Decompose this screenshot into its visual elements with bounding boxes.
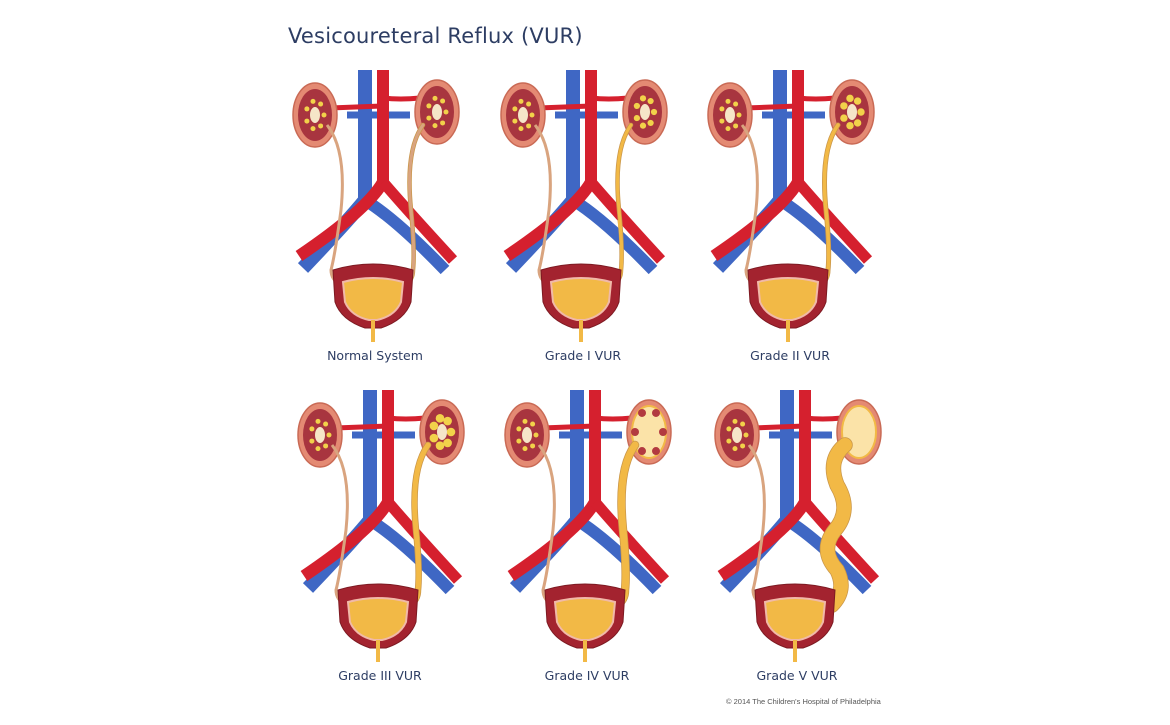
right-kidney <box>419 399 465 465</box>
panel-grade-2: Grade II VUR <box>700 70 880 370</box>
panel-label: Grade IV VUR <box>544 668 630 683</box>
right-kidney <box>836 399 882 465</box>
urinary-system-illustration <box>504 390 672 662</box>
left-kidney <box>504 402 550 468</box>
bladder-urine <box>346 597 410 641</box>
panel-label: Normal System <box>327 348 423 363</box>
renal-artery <box>541 415 633 431</box>
renal-artery <box>744 95 836 111</box>
panel-grade-1: Grade I VUR <box>493 70 673 370</box>
left-kidney <box>714 402 760 468</box>
urinary-system-illustration <box>500 70 668 342</box>
urinary-system-illustration <box>714 390 882 662</box>
left-kidney <box>292 82 338 148</box>
panel-label: Grade III VUR <box>338 668 422 683</box>
bladder-urine <box>549 277 613 321</box>
right-ureter <box>613 441 639 609</box>
bladder-urine <box>763 597 827 641</box>
left-kidney <box>297 402 343 468</box>
renal-artery <box>751 415 843 431</box>
panel-grade-5: Grade V VUR <box>707 390 887 690</box>
left-ureter <box>330 444 349 607</box>
panel-label: Grade I VUR <box>544 348 622 363</box>
copyright-notice: © 2014 The Children's Hospital of Philad… <box>726 697 881 706</box>
panel-grade-4: Grade IV VUR <box>497 390 677 690</box>
left-kidney <box>707 82 753 148</box>
renal-artery <box>537 95 629 111</box>
left-ureter <box>747 444 766 607</box>
left-kidney <box>500 82 546 148</box>
urinary-system-illustration <box>707 70 875 342</box>
left-ureter <box>325 124 344 287</box>
left-ureter <box>740 124 759 287</box>
page-title: Vesicoureteral Reflux (VUR) <box>288 24 583 48</box>
urinary-system-illustration <box>292 70 460 342</box>
right-kidney <box>414 79 460 145</box>
right-kidney <box>829 79 875 145</box>
bladder-urine <box>756 277 820 321</box>
right-kidney <box>622 79 668 145</box>
panel-normal: Normal System <box>285 70 465 370</box>
bladder-urine <box>341 277 405 321</box>
left-ureter <box>533 124 552 287</box>
right-ureter <box>820 438 852 612</box>
panel-label: Grade II VUR <box>750 348 830 363</box>
renal-artery <box>329 95 421 111</box>
left-ureter <box>537 444 556 607</box>
panel-label: Grade V VUR <box>756 668 838 683</box>
renal-artery <box>334 415 426 431</box>
urinary-system-illustration <box>297 390 465 662</box>
panel-grade-3: Grade III VUR <box>290 390 470 690</box>
bladder-urine <box>553 597 617 641</box>
